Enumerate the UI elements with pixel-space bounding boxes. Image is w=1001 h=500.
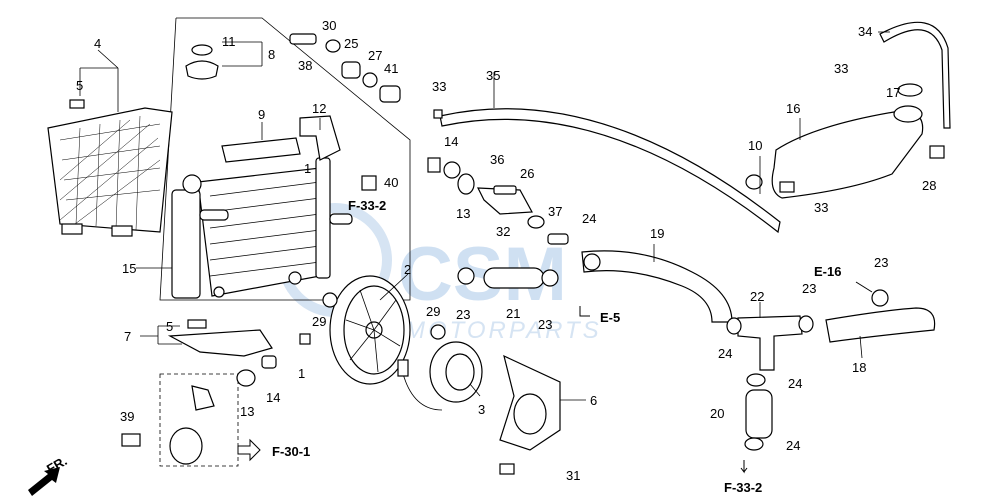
callout-32: 32: [496, 224, 510, 239]
callout-23b: 23: [538, 317, 552, 332]
callout-37: 37: [548, 204, 562, 219]
ref-e-16: E-16: [814, 264, 841, 279]
callout-34: 34: [858, 24, 872, 39]
callout-33c: 33: [814, 200, 828, 215]
callout-33a: 33: [432, 79, 446, 94]
callout-24b: 24: [718, 346, 732, 361]
radiator-grille: [47, 99, 173, 237]
callout-38: 38: [298, 58, 312, 73]
radiator: [171, 157, 353, 299]
callout-23a: 23: [456, 307, 470, 322]
callout-11: 11: [222, 34, 236, 49]
callout-24d: 24: [786, 438, 800, 453]
callout-19: 19: [650, 226, 664, 241]
callout-26: 26: [520, 166, 534, 181]
callout-30: 30: [322, 18, 336, 33]
ref-f-30-1: F-30-1: [272, 444, 310, 459]
callout-1: 1: [304, 161, 311, 176]
callout-14: 14: [444, 134, 458, 149]
callout-21: 21: [506, 306, 520, 321]
callout-10: 10: [748, 138, 762, 153]
callout-41: 41: [384, 61, 398, 76]
callout-7: 7: [124, 329, 131, 344]
callout-29b: 29: [426, 304, 440, 319]
callout-35: 35: [486, 68, 500, 83]
callout-31: 31: [566, 468, 580, 483]
callout-24a: 24: [582, 211, 596, 226]
callout-13b: 13: [240, 404, 254, 419]
callout-1b: 1: [298, 366, 305, 381]
callout-14b: 14: [266, 390, 280, 405]
callout-9: 9: [258, 107, 265, 122]
callout-23d: 23: [874, 255, 888, 270]
callout-24c: 24: [788, 376, 802, 391]
callout-3: 3: [478, 402, 485, 417]
callout-25: 25: [344, 36, 358, 51]
ref-e-5: E-5: [600, 310, 620, 325]
callout-13: 13: [456, 206, 470, 221]
reserve-tank: [771, 83, 924, 199]
callout-33b: 33: [834, 61, 848, 76]
callout-40: 40: [384, 175, 398, 190]
callout-20: 20: [710, 406, 724, 421]
callout-6: 6: [590, 393, 597, 408]
callout-labels: 1 1 2 3 4 5 5 6 7 8 9 10 11 12 13 13 14 …: [76, 18, 936, 483]
reference-labels: F-33-2 F-33-2 E-5 E-16 F-30-1 FR.: [44, 198, 841, 495]
callout-8: 8: [268, 47, 275, 62]
callout-36: 36: [490, 152, 504, 167]
callout-5b: 5: [166, 319, 173, 334]
callout-27: 27: [368, 48, 382, 63]
cooling-fan: [329, 275, 483, 411]
callout-23c: 23: [802, 281, 816, 296]
callout-18: 18: [852, 360, 866, 375]
ref-f-33-2-upper: F-33-2: [348, 198, 386, 213]
callout-12: 12: [312, 101, 326, 116]
ref-f-33-2-lower: F-33-2: [724, 480, 762, 495]
callout-29a: 29: [312, 314, 326, 329]
callout-4: 4: [94, 36, 101, 51]
callout-15: 15: [122, 261, 136, 276]
callout-39: 39: [120, 409, 134, 424]
callout-5: 5: [76, 78, 83, 93]
callout-16: 16: [786, 101, 800, 116]
callout-2: 2: [404, 262, 411, 277]
callout-22: 22: [750, 289, 764, 304]
callout-28: 28: [922, 178, 936, 193]
callout-17: 17: [886, 85, 900, 100]
